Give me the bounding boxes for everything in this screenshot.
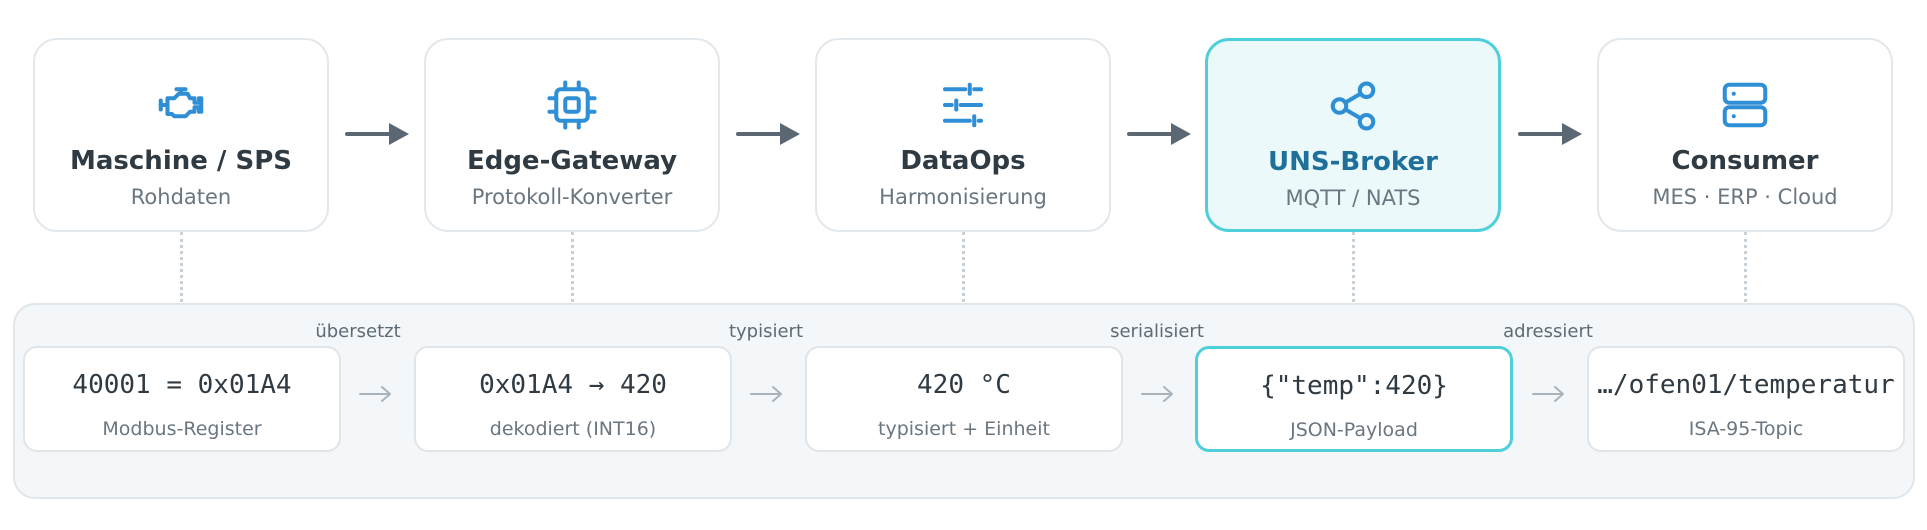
connector-line — [180, 232, 183, 302]
card-label: ISA-95-Topic — [1688, 418, 1804, 440]
card-value: 420 °C — [917, 370, 1011, 400]
stage-title: UNS-Broker — [1268, 147, 1438, 177]
flow-arrow — [1127, 120, 1193, 148]
sliders-icon — [936, 78, 990, 132]
connector-line — [571, 232, 574, 302]
card-value: …/ofen01/temperatur — [1597, 370, 1895, 400]
step-arrow — [1140, 382, 1176, 406]
stage-subtitle: MQTT / NATS — [1285, 186, 1421, 210]
card-label: JSON-Payload — [1290, 419, 1418, 441]
data-card-typed: 420 °C typisiert + Einheit — [805, 346, 1123, 452]
step-label: adressiert — [1503, 321, 1593, 342]
step-label: serialisiert — [1110, 321, 1204, 342]
engine-icon — [154, 78, 208, 132]
stage-subtitle: Protokoll-Konverter — [471, 185, 673, 209]
stage-title: Edge-Gateway — [466, 146, 678, 176]
stage-dataops: DataOps Harmonisierung — [815, 38, 1111, 232]
step-label: typisiert — [728, 321, 804, 342]
connector-line — [962, 232, 965, 302]
stage-title: Consumer — [1671, 146, 1819, 176]
data-card-json: {"temp":420} JSON-Payload — [1195, 346, 1513, 452]
connector-line — [1352, 232, 1355, 302]
step-label: übersetzt — [315, 321, 401, 342]
data-card-modbus: 40001 = 0x01A4 Modbus-Register — [23, 346, 341, 452]
server-icon — [1718, 78, 1772, 132]
data-card-decoded: 0x01A4 → 420 dekodiert (INT16) — [414, 346, 732, 452]
card-value: 40001 = 0x01A4 — [72, 370, 292, 400]
stage-subtitle: Harmonisierung — [879, 185, 1047, 209]
data-card-topic: …/ofen01/temperatur ISA-95-Topic — [1587, 346, 1905, 452]
flow-arrow — [1518, 120, 1584, 148]
card-value: 0x01A4 → 420 — [479, 370, 667, 400]
stage-consumer: Consumer MES · ERP · Cloud — [1597, 38, 1893, 232]
stage-title: DataOps — [900, 146, 1026, 176]
share-nodes-icon — [1326, 79, 1380, 133]
step-arrow — [1531, 382, 1567, 406]
card-label: typisiert + Einheit — [878, 418, 1050, 440]
flow-arrow — [345, 120, 411, 148]
card-label: dekodiert (INT16) — [489, 418, 657, 440]
flow-arrow — [736, 120, 802, 148]
stage-subtitle: Rohdaten — [130, 185, 232, 209]
connector-line — [1744, 232, 1747, 302]
stage-edge-gateway: Edge-Gateway Protokoll-Konverter — [424, 38, 720, 232]
stage-machine: Maschine / SPS Rohdaten — [33, 38, 329, 232]
stage-subtitle: MES · ERP · Cloud — [1652, 185, 1838, 209]
card-label: Modbus-Register — [102, 418, 262, 440]
chip-icon — [545, 78, 599, 132]
stage-title: Maschine / SPS — [70, 146, 292, 176]
step-arrow — [749, 382, 785, 406]
stage-uns-broker: UNS-Broker MQTT / NATS — [1205, 38, 1501, 232]
step-arrow — [358, 382, 394, 406]
card-value: {"temp":420} — [1260, 371, 1448, 401]
